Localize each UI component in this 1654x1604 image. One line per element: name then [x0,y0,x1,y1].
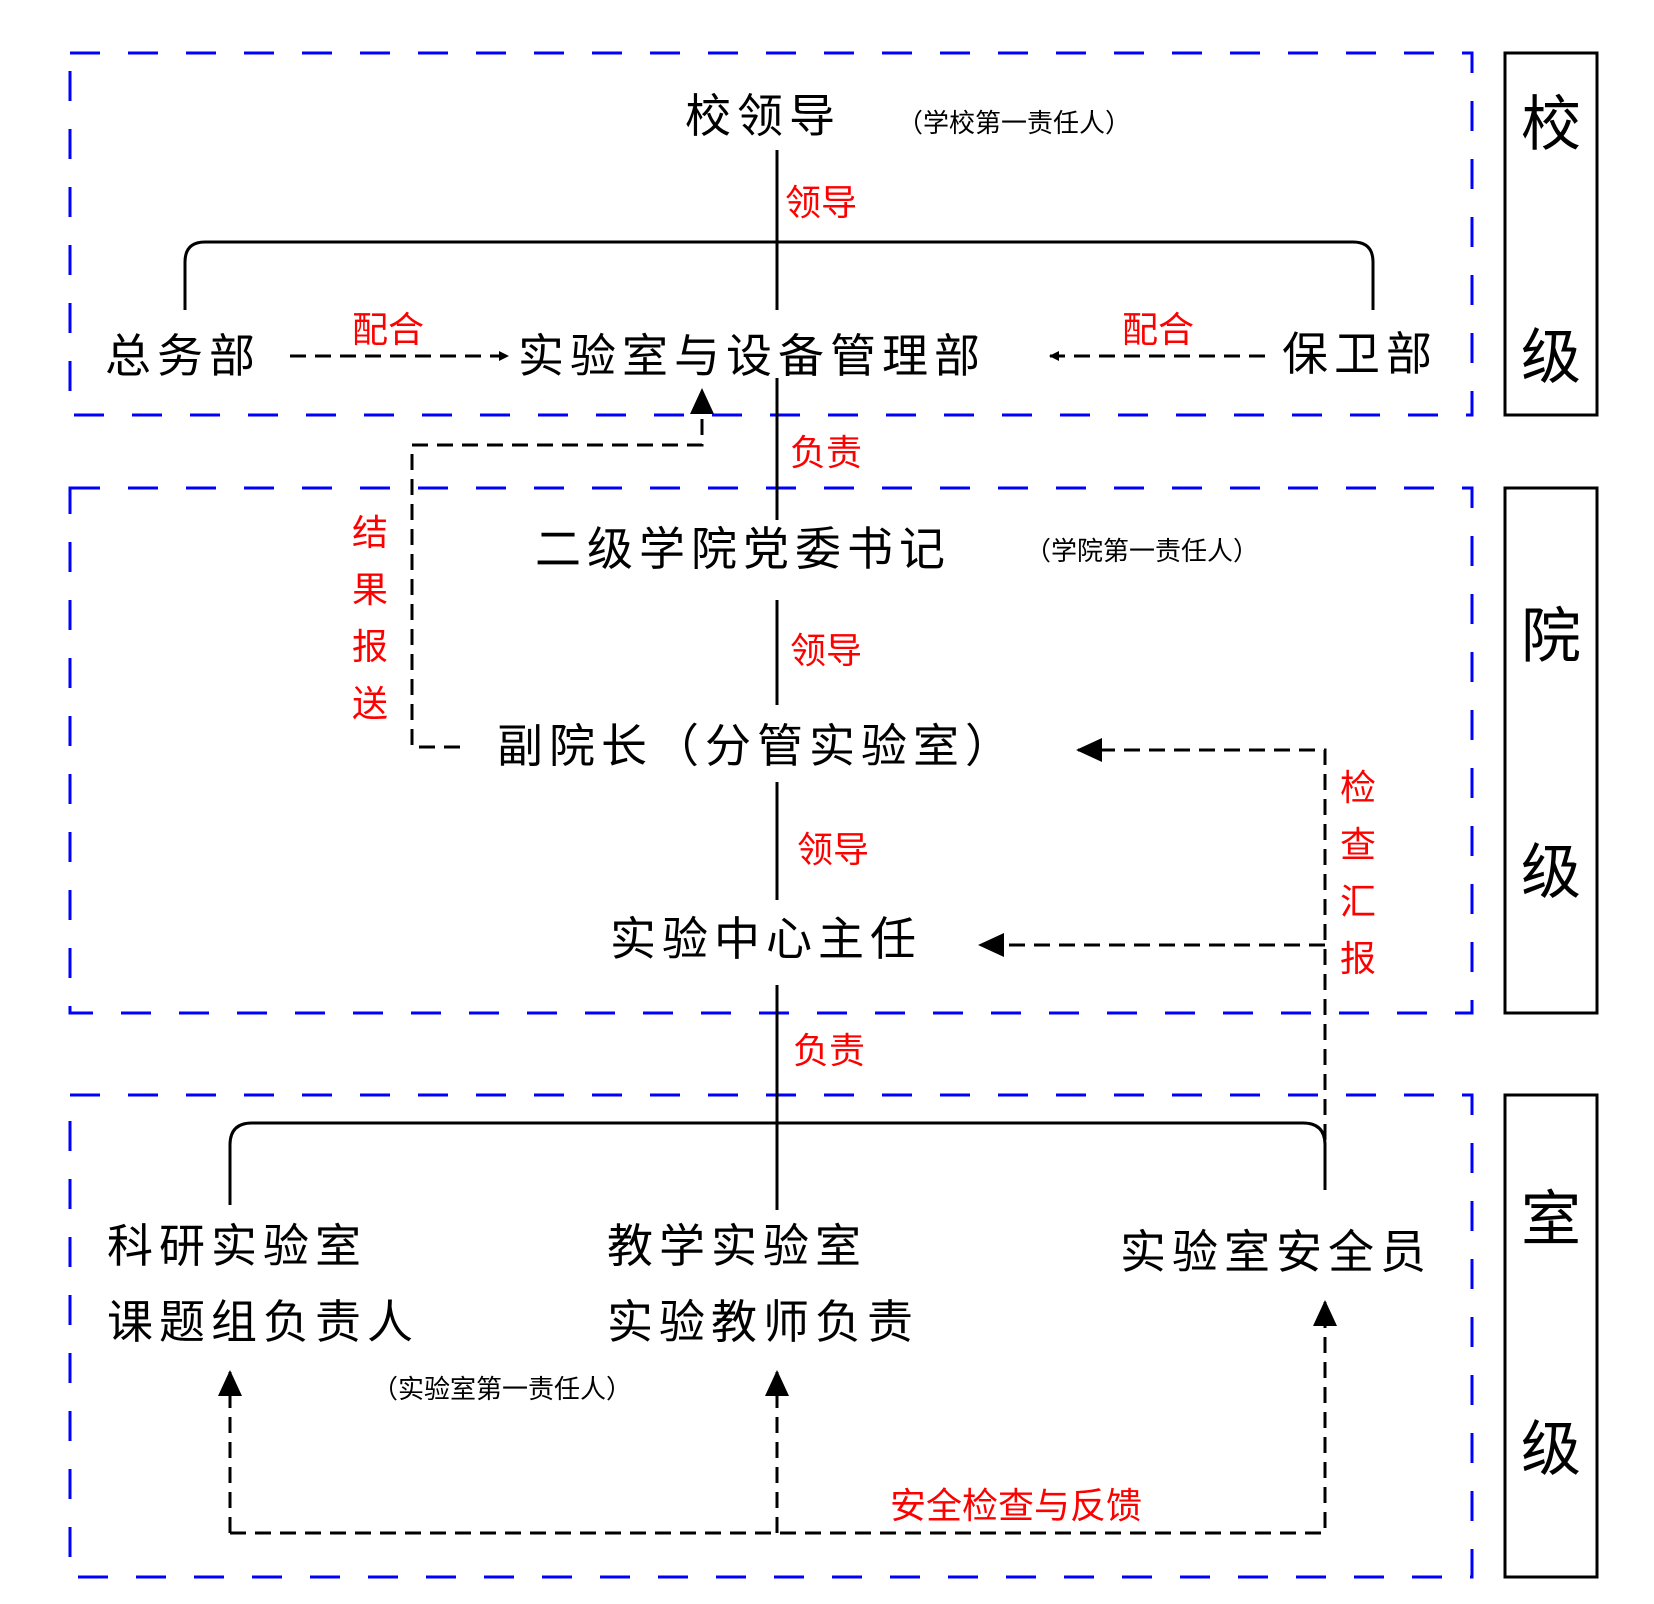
research-lab-line1: 科研实验室 [107,1219,367,1273]
lab-level-char-2: 级 [1521,1415,1581,1485]
lead-label-1: 领导 [785,183,857,224]
college-level-char-1: 院 [1521,602,1581,672]
result-report-char: 报 [352,627,388,668]
teaching-lab-line2: 实验教师负责 [607,1295,919,1349]
college-level-zone [68,486,1474,1015]
party-secretary-node: 二级学院党委书记 [535,522,951,576]
responsible-label-1: 负责 [790,433,862,474]
inspection-report-char: 检 [1340,768,1376,809]
party-secretary-note: （学院第一责任人） [1025,537,1259,567]
lab-level-zone [68,1093,1474,1579]
school-level-zone [68,51,1474,417]
safety-feedback-to-officer-arrow [230,1300,1337,1535]
lab-level-char-1: 室 [1521,1185,1581,1255]
lab-level-box: 室 级 [1503,1093,1599,1579]
college-level-char-2: 级 [1521,838,1581,908]
center-director-node: 实验中心主任 [610,912,922,966]
research-lab-line2: 课题组负责人 [107,1295,419,1349]
school-leader-note: （学校第一责任人） [897,109,1131,139]
inspection-report-to-vicedean-arrow [1076,738,1327,1190]
school-level-char-2: 级 [1521,323,1581,393]
result-report-char: 果 [352,570,388,611]
vice-dean-node: 副院长（分管实验室） [497,719,1017,773]
result-report-char: 送 [352,684,388,725]
school-level-char-1: 校 [1521,90,1581,160]
cooperate-left-label: 配合 [352,310,424,351]
school-level-box: 校 级 [1503,51,1599,417]
lab-first-responsible-note: （实验室第一责任人） [372,1375,632,1405]
inspection-report-char: 报 [1340,939,1376,980]
lead-label-2: 领导 [790,631,862,672]
school-bracket-line [183,240,1375,310]
safety-check-feedback-label: 安全检查与反馈 [890,1486,1142,1527]
teaching-lab-line1: 教学实验室 [607,1219,867,1273]
responsible-label-2: 负责 [793,1031,865,1072]
inspection-report-char: 查 [1340,825,1376,866]
inspection-report-char: 汇 [1340,882,1376,923]
lab-equipment-dept-node: 实验室与设备管理部 [518,329,986,383]
cooperate-right-label: 配合 [1122,310,1194,351]
result-report-arrow [410,388,714,749]
result-report-char: 结 [352,513,388,554]
safety-officer-node: 实验室安全员 [1120,1225,1432,1279]
school-leader-node: 校领导 [685,89,841,143]
security-dept-node: 保卫部 [1282,327,1438,381]
lead-label-3: 领导 [797,830,869,871]
general-affairs-node: 总务部 [105,329,261,383]
college-level-box: 院 级 [1503,486,1599,1015]
